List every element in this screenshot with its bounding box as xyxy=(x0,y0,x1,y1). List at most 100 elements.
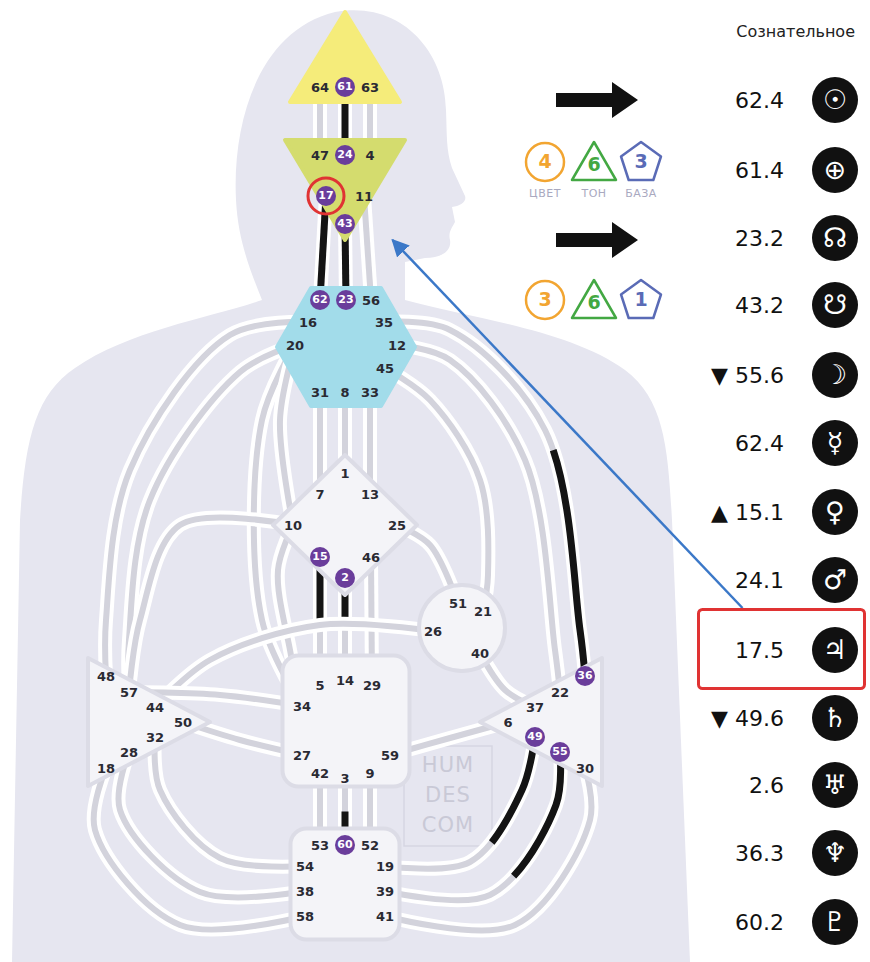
badge-digit: 3 xyxy=(515,284,575,314)
channel xyxy=(94,768,305,930)
gate-number: 40 xyxy=(471,646,489,661)
highlight-box: 17.5 ♃ xyxy=(697,608,866,690)
channel-band xyxy=(320,196,326,300)
gate-number: 22 xyxy=(551,685,569,700)
energy-center: 3622376495530 xyxy=(480,658,602,786)
gate-number: 45 xyxy=(376,361,394,376)
planet-symbol: ☽ xyxy=(812,352,858,398)
planet-symbol: ☉ xyxy=(812,77,858,123)
planet-symbol: ♀ xyxy=(812,489,858,535)
channel xyxy=(385,768,591,930)
gate-number: 5 xyxy=(315,678,324,693)
gate-number: 4 xyxy=(365,148,374,163)
gate-number: 20 xyxy=(286,338,304,353)
planet-symbol: ♇ xyxy=(812,899,858,945)
center-shape xyxy=(480,658,602,786)
gate-number: 18 xyxy=(97,761,115,776)
gate-number: 50 xyxy=(174,715,192,730)
highlight-rect xyxy=(699,610,865,689)
gate-number: 39 xyxy=(376,884,394,899)
channel xyxy=(119,752,305,897)
badge: 3 xyxy=(515,278,575,344)
center-shape xyxy=(283,656,410,787)
badge-caption: ЦВЕТ xyxy=(515,187,575,201)
gate-number: 9 xyxy=(365,766,374,781)
channel-band xyxy=(385,368,488,611)
pointer-arrow xyxy=(393,240,743,608)
gate-number: 59 xyxy=(381,748,399,763)
gate-number: 27 xyxy=(293,748,311,763)
gate-number: 30 xyxy=(576,761,594,776)
channel xyxy=(320,196,326,300)
gate-number: 56 xyxy=(362,293,380,308)
gate-number: 3 xyxy=(340,771,349,786)
planet-symbol: ♆ xyxy=(812,830,858,876)
gate-number: 1 xyxy=(340,466,349,481)
gate-number: 37 xyxy=(526,700,544,715)
channel-band xyxy=(364,196,371,300)
gate-number: 7 xyxy=(315,487,324,502)
gate-number: 28 xyxy=(120,745,138,760)
black-arrow xyxy=(556,82,638,118)
position-value: 17.5 xyxy=(735,638,784,663)
center-shape xyxy=(277,288,415,406)
channel-core xyxy=(119,752,305,897)
position-value: 24.1 xyxy=(735,568,784,593)
gate-number: 31 xyxy=(311,385,329,400)
position-value: 36.3 xyxy=(735,841,784,866)
position-value: ▲ 15.1 xyxy=(711,500,784,525)
gate-number: 13 xyxy=(361,487,379,502)
energy-center: 51212640 xyxy=(418,584,506,672)
channel-band xyxy=(385,768,591,930)
active-gate: 2 xyxy=(335,568,355,588)
position-value: ▼ 55.6 xyxy=(711,363,784,388)
gate-number: 11 xyxy=(355,189,373,204)
center-shape xyxy=(290,12,400,102)
gate-number: 34 xyxy=(293,699,311,714)
center-shape xyxy=(273,455,417,595)
energy-center: 536052541938395841 xyxy=(290,828,400,940)
gate-number: 16 xyxy=(299,315,317,330)
position-value: 43.2 xyxy=(735,293,784,318)
badge-digit: 1 xyxy=(611,284,671,314)
badge: 6 xyxy=(564,278,624,344)
center-shape xyxy=(88,658,210,786)
gate-number: 12 xyxy=(388,338,406,353)
active-gate: 49 xyxy=(525,727,545,747)
active-gate: 36 xyxy=(575,666,595,686)
energy-center: 48574450322818 xyxy=(88,658,210,786)
gate-number: 26 xyxy=(424,624,442,639)
gate-number: 46 xyxy=(362,550,380,565)
gate-number: 19 xyxy=(376,859,394,874)
channel-core xyxy=(94,768,305,930)
planet-symbol: ♂ xyxy=(812,557,858,603)
gate-number: 14 xyxy=(336,673,354,688)
center-shape xyxy=(291,829,400,940)
black-arrow xyxy=(556,222,638,258)
pointer-line xyxy=(393,240,743,608)
channel-core xyxy=(364,196,371,300)
channel-core xyxy=(385,768,591,930)
gate-number: 58 xyxy=(296,909,314,924)
position-value: ▼ 49.6 xyxy=(711,706,784,731)
center-shape xyxy=(419,585,505,671)
energy-center: 47244171143 xyxy=(285,140,405,240)
gate-number: 8 xyxy=(340,385,349,400)
channel-band xyxy=(94,768,305,930)
gate-number: 51 xyxy=(449,596,467,611)
badge: 1 xyxy=(611,278,671,344)
planet-symbol: ♃ xyxy=(812,627,858,673)
highlight-ring xyxy=(308,178,344,214)
badge-digit: 4 xyxy=(515,146,575,176)
active-gate: 61 xyxy=(335,77,355,97)
badge: 4ЦВЕТ xyxy=(515,140,575,206)
badge-digit: 6 xyxy=(564,287,624,317)
channel-core xyxy=(397,345,560,692)
gate-number: 64 xyxy=(311,80,329,95)
channel xyxy=(397,345,560,692)
planet-symbol: ⊕ xyxy=(812,147,858,193)
position-value: 62.4 xyxy=(735,88,784,113)
gate-number: 54 xyxy=(296,859,314,874)
channel-core xyxy=(320,196,326,300)
active-gate: 23 xyxy=(336,290,356,310)
